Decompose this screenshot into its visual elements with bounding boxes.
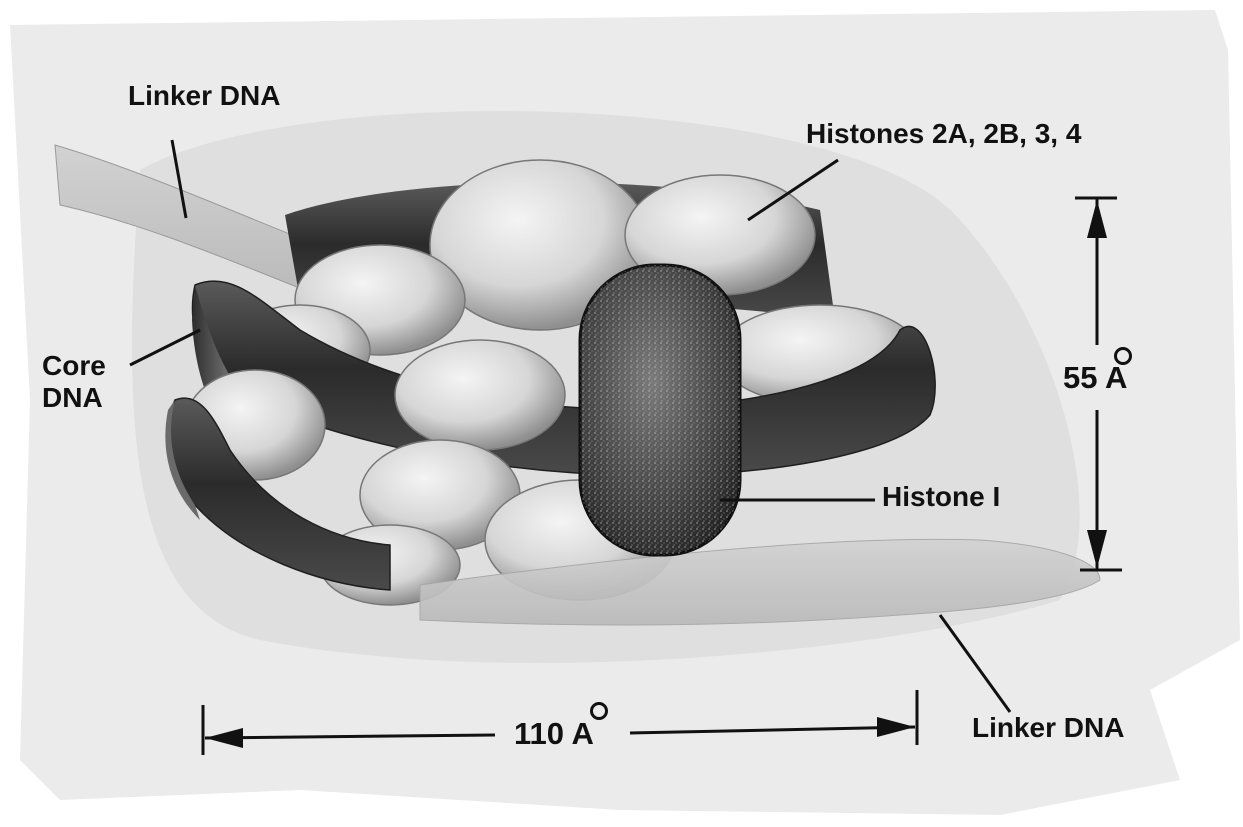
histone-1-body xyxy=(580,265,740,555)
height-unit: A xyxy=(1105,360,1127,395)
label-core-dna-line1: Core xyxy=(42,350,106,382)
height-dimension-label: 55 A xyxy=(1063,360,1127,396)
label-core-dna-line2: DNA xyxy=(42,382,106,414)
label-core-dna: Core DNA xyxy=(42,350,106,414)
label-histones-core: Histones 2A, 2B, 3, 4 xyxy=(806,118,1081,150)
height-value: 55 xyxy=(1063,360,1097,395)
histone-sphere xyxy=(395,340,565,450)
label-linker-dna-top: Linker DNA xyxy=(128,80,280,112)
angstrom-ring-height xyxy=(1114,347,1132,365)
angstrom-ring-width xyxy=(590,702,608,720)
label-linker-dna-bottom: Linker DNA xyxy=(972,712,1124,744)
width-dimension-label: 110 A xyxy=(514,716,594,752)
width-value: 110 xyxy=(514,716,564,751)
label-histone-1: Histone I xyxy=(882,481,1000,513)
width-unit: A xyxy=(571,716,593,751)
